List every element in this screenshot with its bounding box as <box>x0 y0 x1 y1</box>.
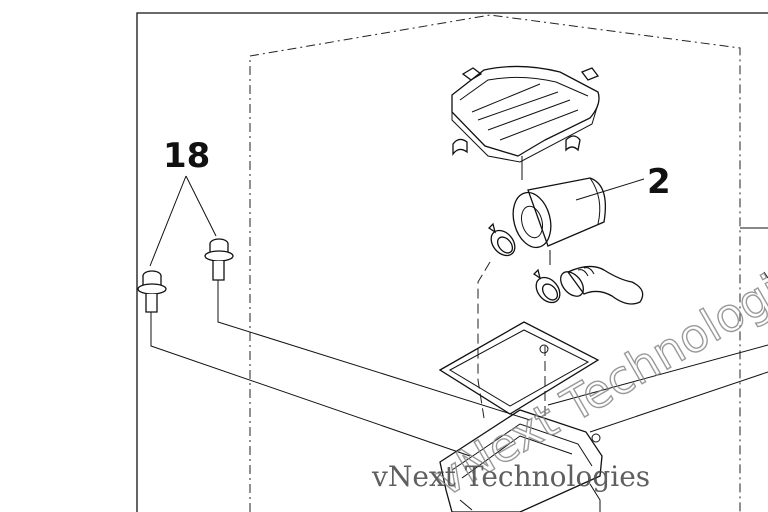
diagram-frame <box>136 12 768 512</box>
right-leader-2 <box>547 344 768 406</box>
intake-hose <box>560 265 644 305</box>
hose-clamp-lower <box>532 268 561 304</box>
air-box-cover <box>451 65 600 163</box>
callout-18: 18 <box>163 136 210 176</box>
watermark-text: vNext Technologies <box>371 460 650 493</box>
air-filter-element <box>512 177 607 249</box>
gasket <box>438 321 600 415</box>
callout-18-leader <box>149 175 217 267</box>
assembly-boundary <box>249 14 741 512</box>
right-edge-mark <box>763 271 768 279</box>
flange-screw-left <box>137 270 167 313</box>
flange-screw-right <box>204 238 234 281</box>
callout-2-leader <box>575 178 645 201</box>
clamp-dashed-leader <box>477 261 491 419</box>
screw-right-leader <box>217 280 531 421</box>
hose-clamp-upper <box>487 222 516 257</box>
callout-2: 2 <box>647 162 671 202</box>
screw-left-leader <box>150 312 471 457</box>
right-leader-3 <box>589 371 768 433</box>
air-box-housing <box>439 409 603 512</box>
